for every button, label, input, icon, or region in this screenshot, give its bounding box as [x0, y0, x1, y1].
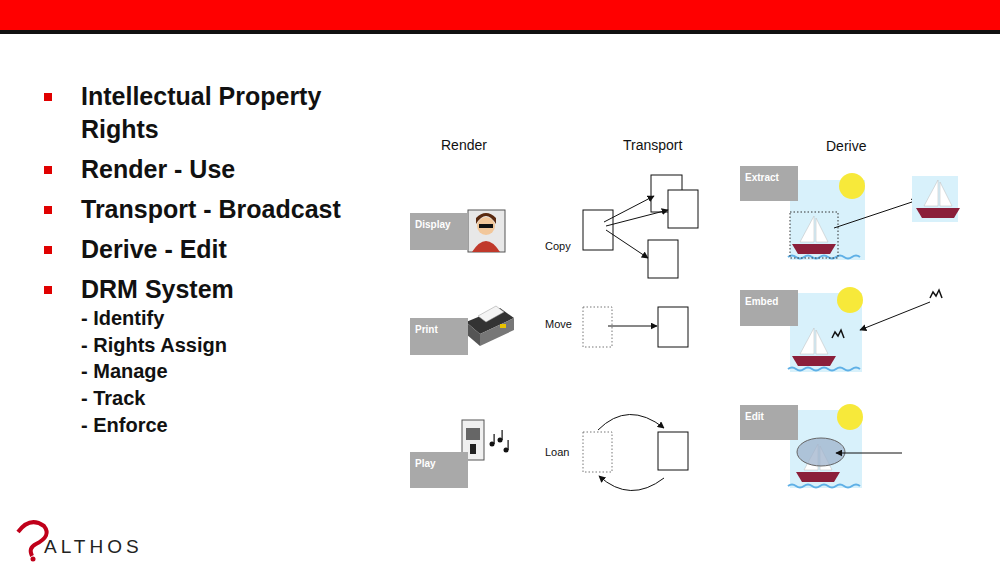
sub-bullet-text: - Enforce [81, 414, 168, 436]
move-documents [583, 307, 688, 347]
sub-bullet-text: - Identify [81, 307, 164, 329]
logo-text: ALTHOS [44, 536, 143, 557]
bullet-text: Intellectual Property Rights [81, 80, 371, 146]
column-heading: Render [441, 137, 487, 153]
label-box: Embed [740, 290, 798, 326]
embed-picture [788, 287, 942, 372]
logo-dot [31, 557, 36, 562]
header-rule [0, 30, 1000, 34]
box-label: Play [410, 452, 436, 469]
logo-mark [18, 522, 47, 556]
sub-bullet-text: - Rights Assign [81, 334, 227, 356]
bullet-text: Derive - Edit [81, 234, 227, 264]
sub-bullet-text: - Manage [81, 360, 168, 382]
box-label: Edit [740, 405, 764, 422]
extract-picture [788, 173, 960, 260]
bullet-text: Transport - Broadcast [81, 194, 341, 224]
box-label: Display [410, 213, 451, 230]
sub-bullet-text: - Track [81, 387, 145, 409]
bullet-text: DRM System [81, 274, 234, 304]
copy-documents [583, 175, 698, 278]
box-label: Embed [740, 290, 778, 307]
display-icon [468, 210, 505, 252]
edit-picture [788, 404, 902, 488]
bullet-text: Render - Use [81, 154, 235, 184]
box-label: Print [410, 318, 438, 335]
label-box: Play [410, 452, 468, 488]
player-icon [462, 420, 509, 460]
operation-label: Copy [545, 240, 571, 253]
label-box: Edit [740, 405, 798, 440]
box-label: Extract [740, 166, 779, 183]
label-box: Display [410, 213, 468, 250]
copy-arrows [604, 196, 668, 258]
label-box: Extract [740, 166, 798, 201]
loan-documents [583, 414, 688, 490]
column-heading: Derive [826, 138, 866, 154]
header-bar [0, 0, 1000, 30]
operation-label: Move [545, 318, 572, 331]
bullet-squares [44, 93, 52, 294]
operation-label: Loan [545, 446, 569, 459]
label-box: Print [410, 318, 468, 355]
printer-icon [466, 306, 514, 346]
column-heading: Transport [623, 137, 682, 153]
